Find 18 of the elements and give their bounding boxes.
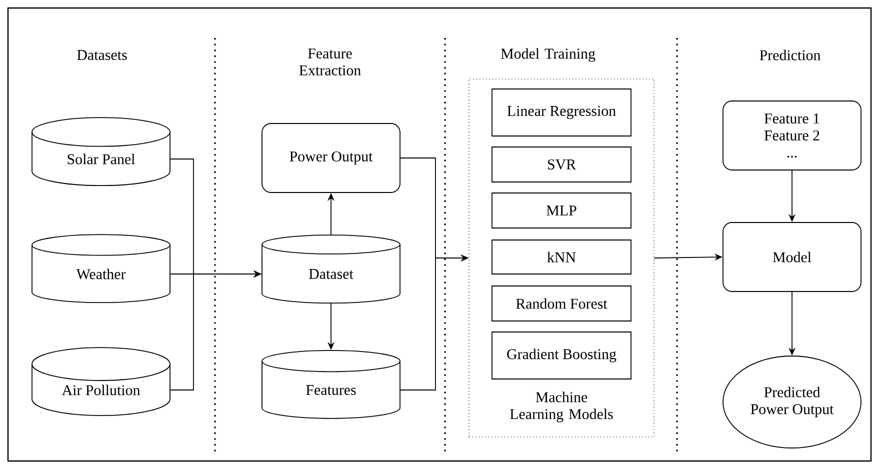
- process-box: Model: [722, 222, 862, 292]
- process-box: Power Output: [262, 123, 400, 193]
- model-box: Random Forest: [492, 286, 632, 322]
- database-cylinder: Dataset: [262, 234, 400, 304]
- model-box: Gradient Boosting: [492, 332, 632, 380]
- column-heading: Feature Extraction: [299, 48, 361, 76]
- model-box: MLP: [492, 192, 632, 228]
- model-box: kNN: [492, 240, 632, 274]
- column-heading: Datasets: [77, 50, 127, 60]
- database-cylinder: Air Pollution: [32, 347, 170, 416]
- column-heading: Prediction: [760, 50, 820, 60]
- database-cylinder: Weather: [32, 234, 170, 304]
- database-cylinder: Solar Panel: [32, 117, 170, 186]
- model-box: SVR: [492, 146, 632, 182]
- model-box: Linear Regression: [492, 88, 632, 136]
- database-cylinder: Features: [262, 350, 400, 419]
- input-box: Feature 1 Feature 2 ...: [722, 100, 862, 170]
- column-heading: Model Training: [500, 48, 596, 62]
